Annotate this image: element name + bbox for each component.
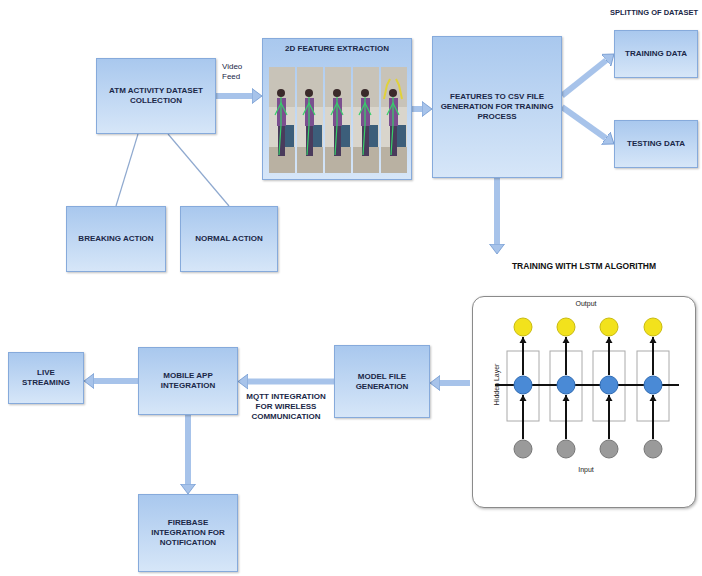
- layer-label: Hidden Layer: [493, 354, 502, 414]
- edge-label: Video Feed: [222, 62, 262, 82]
- pose-frame: [269, 67, 295, 173]
- network-frame: [472, 296, 696, 508]
- node-text: ATM ACTIVITY DATASET COLLECTION: [102, 86, 210, 106]
- flow-arrow: [412, 106, 422, 112]
- pose-frame: [325, 67, 351, 173]
- lstm-network: [473, 297, 697, 509]
- raised-arm: [384, 79, 390, 99]
- hidden-units: [514, 376, 662, 394]
- flow-arrow: [94, 378, 138, 384]
- pose-frame: [353, 67, 379, 173]
- node-text: BREAKING ACTION: [78, 234, 153, 244]
- flow-arrow: [562, 60, 606, 95]
- process-box: FIREBASE INTEGRATION FOR NOTIFICATION: [138, 494, 238, 572]
- node-text: FIREBASE INTEGRATION FOR NOTIFICATION: [144, 518, 232, 548]
- flow-arrows: [523, 337, 653, 439]
- node-text: 2D FEATURE EXTRACTION: [285, 44, 389, 54]
- node-text: MOBILE APP INTEGRATION: [144, 371, 232, 391]
- pose-frames: [263, 39, 413, 181]
- feature-extraction-box: 2D FEATURE EXTRACTION: [262, 38, 412, 180]
- node-text: NORMAL ACTION: [195, 234, 263, 244]
- node-text: TESTING DATA: [627, 139, 685, 149]
- flow-arrow: [440, 380, 470, 386]
- flow-arrow: [562, 107, 606, 138]
- branch-line: [168, 134, 229, 206]
- layer-label: Input: [566, 466, 606, 475]
- process-box: MOBILE APP INTEGRATION: [138, 347, 238, 415]
- flow-arrow: [185, 415, 191, 484]
- pose-frame: [381, 67, 407, 173]
- node-text: FEATURES TO CSV FILE GENERATION FOR TRAI…: [438, 92, 556, 122]
- pose-frame: [297, 67, 323, 173]
- edge-label: MQTT INTEGRATION FOR WIRELESS COMMUNICAT…: [240, 392, 332, 422]
- process-box: FEATURES TO CSV FILE GENERATION FOR TRAI…: [432, 36, 562, 178]
- action-box: NORMAL ACTION: [180, 206, 278, 272]
- process-box: ATM ACTIVITY DATASET COLLECTION: [96, 58, 216, 134]
- node-text: MODEL FILE GENERATION: [340, 372, 424, 392]
- data-box: TRAINING DATA: [614, 30, 698, 78]
- process-box: MODEL FILE GENERATION: [334, 345, 430, 418]
- node-text: TRAINING DATA: [625, 49, 687, 59]
- node-text: TRAINING WITH LSTM ALGORITHM: [512, 261, 656, 272]
- branch-line: [116, 134, 138, 206]
- output-box: LIVE STREAMING: [8, 352, 84, 404]
- flow-arrow: [216, 93, 252, 99]
- output-units: [514, 318, 662, 336]
- section-label: SPLITTING OF DATASET: [610, 8, 698, 17]
- node-text: LIVE STREAMING: [14, 368, 78, 388]
- flow-arrow: [248, 379, 334, 385]
- layer-label: Output: [566, 300, 606, 309]
- input-units: [514, 440, 662, 458]
- data-box: TESTING DATA: [614, 120, 698, 168]
- flow-arrow: [494, 178, 500, 244]
- action-box: BREAKING ACTION: [66, 206, 166, 272]
- raised-arm: [396, 79, 402, 99]
